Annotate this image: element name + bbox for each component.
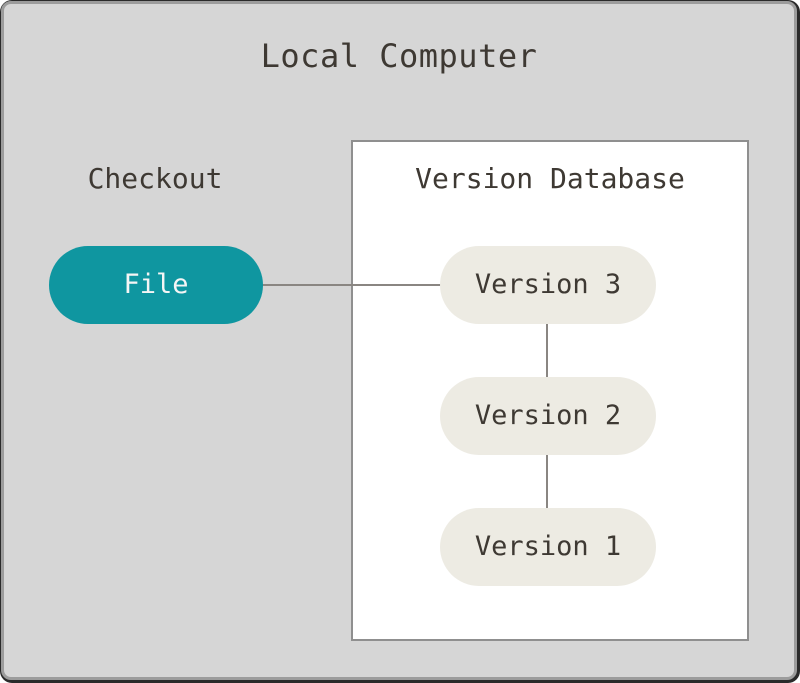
- diagram-title: Local Computer: [260, 37, 538, 75]
- version-node-1: Version 1: [440, 508, 656, 586]
- version-node-3: Version 3: [440, 246, 656, 324]
- connector-version2-to-version1: [546, 454, 548, 509]
- connector-version3-to-version2: [546, 323, 548, 378]
- version-database-title: Version Database: [415, 162, 685, 195]
- checkout-section-label: Checkout: [87, 162, 223, 195]
- connector-file-to-version3: [262, 284, 442, 286]
- version-node-2: Version 2: [440, 377, 656, 455]
- file-node: File: [49, 246, 263, 324]
